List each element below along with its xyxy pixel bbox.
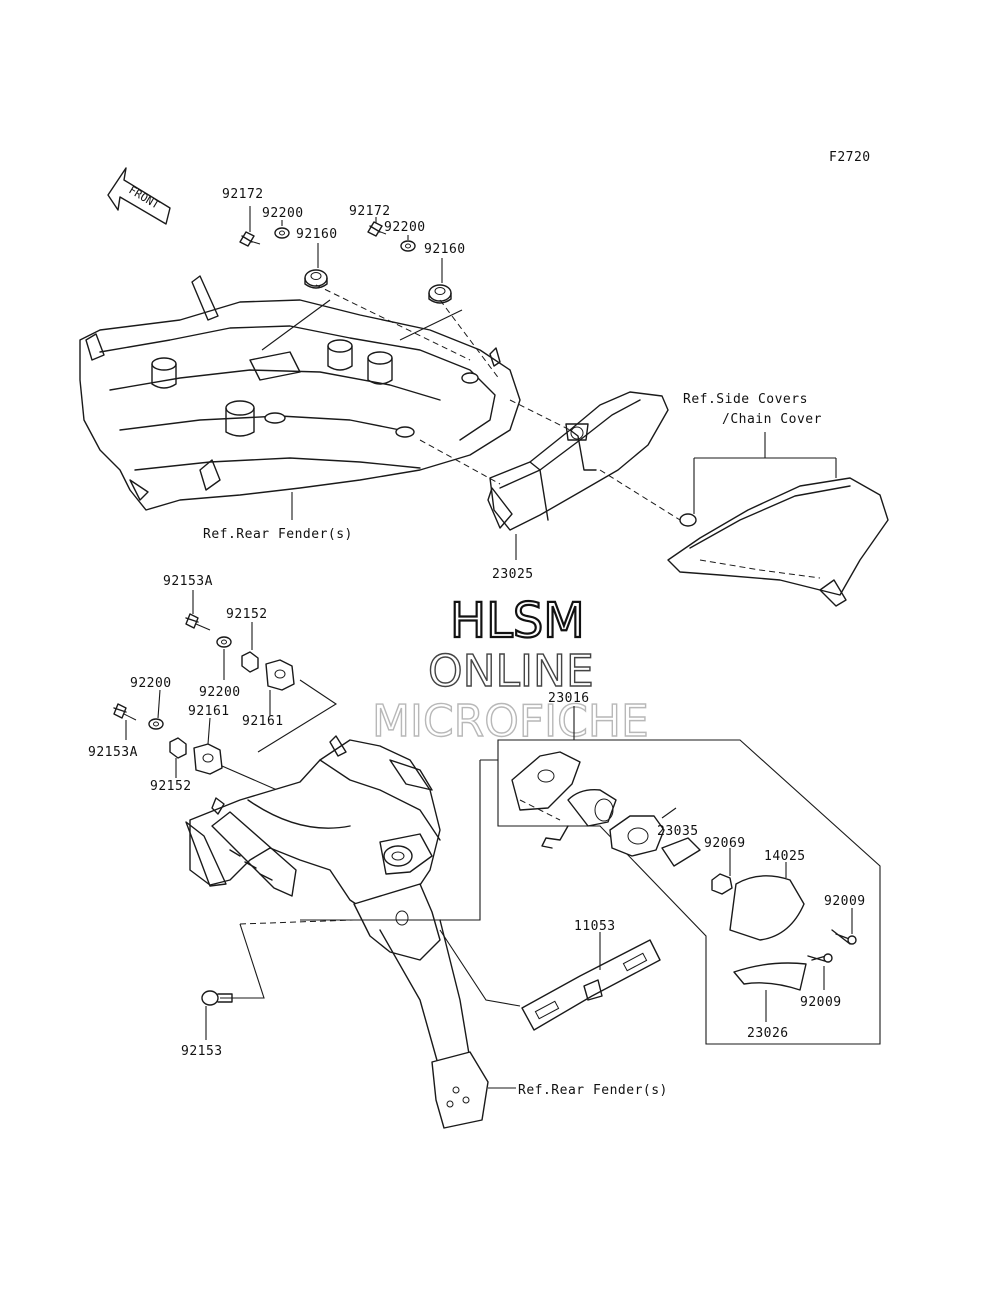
rear-seat-cowl-frame bbox=[79, 275, 521, 511]
label-11053: 11053 bbox=[574, 919, 616, 934]
label-92172-b: 92172 bbox=[349, 204, 391, 219]
label-92200-b: 92200 bbox=[384, 220, 426, 235]
side-cover-ref bbox=[667, 432, 889, 607]
label-23025: 23025 bbox=[492, 567, 534, 582]
label-92152-a: 92152 bbox=[226, 607, 268, 622]
label-92069: 92069 bbox=[704, 836, 746, 851]
label-23035: 23035 bbox=[657, 824, 699, 839]
upper-hardware bbox=[239, 221, 452, 304]
watermark-line2: ONLINE bbox=[428, 646, 594, 697]
upper-leaders bbox=[249, 206, 501, 381]
bolt-92153 bbox=[201, 990, 233, 1040]
label-92160-a: 92160 bbox=[296, 227, 338, 242]
label-92161-b: 92161 bbox=[242, 714, 284, 729]
watermark-line3: MICROFICHE bbox=[372, 696, 649, 747]
taillight-23025 bbox=[419, 391, 681, 560]
license-light-assembly bbox=[300, 706, 881, 1045]
label-rear-fender-upper: Ref.Rear Fender(s) bbox=[203, 527, 353, 542]
label-23026: 23026 bbox=[747, 1026, 789, 1041]
label-92009-b: 92009 bbox=[800, 995, 842, 1010]
figure-code: F2720 bbox=[829, 150, 871, 165]
label-side-covers-1: Ref.Side Covers bbox=[683, 392, 808, 407]
front-arrow-icon: FRONT bbox=[107, 167, 171, 225]
label-92161-a: 92161 bbox=[188, 704, 230, 719]
label-92009-a: 92009 bbox=[824, 894, 866, 909]
watermark-line1: HLSM bbox=[450, 593, 585, 649]
label-14025: 14025 bbox=[764, 849, 806, 864]
label-92200-d: 92200 bbox=[130, 676, 172, 691]
watermark: HLSM ONLINE MICROFICHE bbox=[371, 592, 649, 748]
label-92200-c: 92200 bbox=[199, 685, 241, 700]
label-92160-b: 92160 bbox=[424, 242, 466, 257]
label-92153: 92153 bbox=[181, 1044, 223, 1059]
label-23016: 23016 bbox=[548, 691, 590, 706]
plate-bracket-11053 bbox=[439, 929, 661, 1031]
label-rear-fender-lower: Ref.Rear Fender(s) bbox=[518, 1083, 668, 1098]
label-92153A-b: 92153A bbox=[88, 745, 138, 760]
part-labels: 92172 92200 92160 92172 92200 92160 Ref.… bbox=[88, 187, 866, 1098]
label-side-covers-2: /Chain Cover bbox=[722, 412, 822, 427]
lower-left-hardware bbox=[113, 590, 338, 801]
rear-fender-bracket bbox=[185, 735, 516, 1129]
label-92172-a: 92172 bbox=[222, 187, 264, 202]
label-92153A-a: 92153A bbox=[163, 574, 213, 589]
label-92152-b: 92152 bbox=[150, 779, 192, 794]
label-92200-a: 92200 bbox=[262, 206, 304, 221]
